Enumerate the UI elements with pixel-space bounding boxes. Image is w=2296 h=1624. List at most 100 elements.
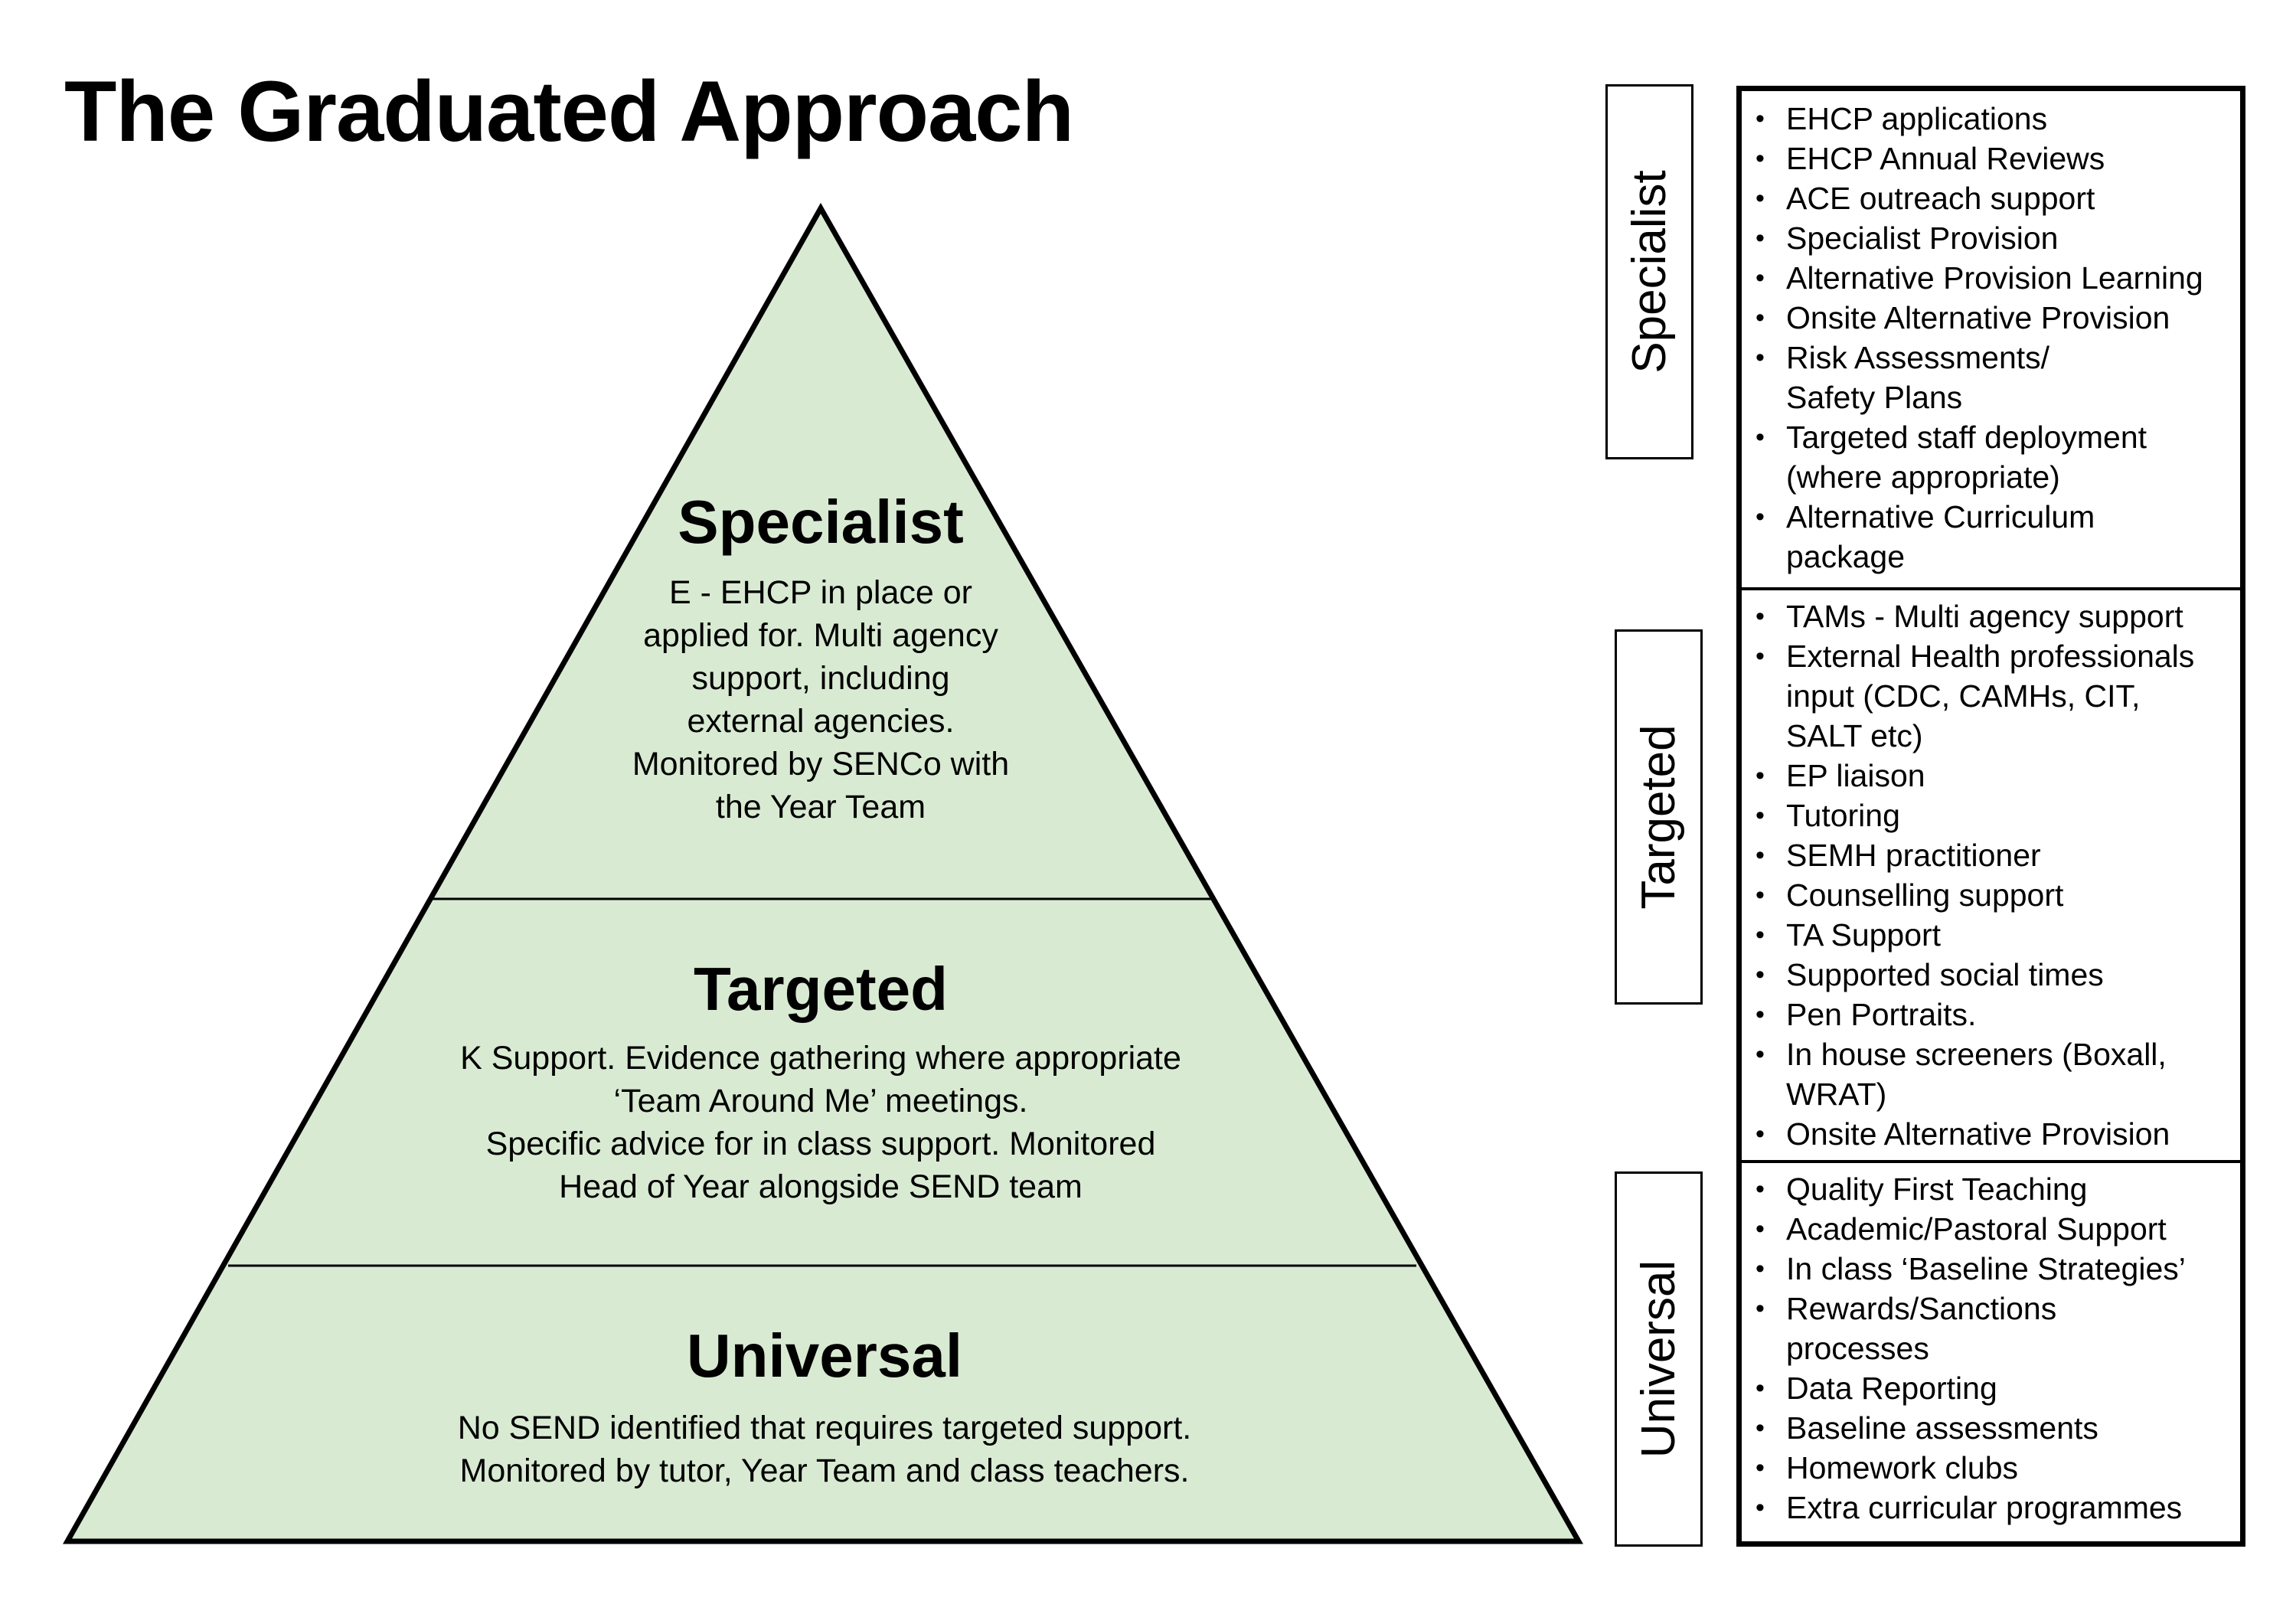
provision-item: •Tutoring	[1742, 796, 2240, 835]
side-label-text: Targeted	[1631, 724, 1685, 910]
provision-item: •EHCP Annual Reviews	[1742, 139, 2240, 178]
page-title: The Graduated Approach	[64, 64, 1074, 159]
provision-item: • Alternative Curriculum package	[1742, 497, 2240, 577]
provision-item-line: package	[1786, 539, 1906, 574]
bullet-icon: •	[1755, 263, 1765, 292]
provision-item-text: Pen Portraits.	[1786, 995, 2240, 1034]
provision-item-text: Risk Assessments/Safety Plans	[1786, 338, 2240, 417]
tier-description: No SEND identified that requires targete…	[365, 1407, 1284, 1492]
provision-list: • TAMs - Multi agency support • External He…	[1742, 590, 2240, 1154]
provision-item-text: Supported social times	[1786, 955, 2240, 995]
description-line: external agencies.	[687, 703, 955, 740]
provision-item-text: TA Support	[1786, 915, 2240, 955]
provision-item-text: Quality First Teaching	[1786, 1169, 2240, 1209]
side-label-text: Specialist	[1622, 170, 1676, 374]
provision-item-line: Homework clubs	[1786, 1450, 2019, 1485]
provision-item: •Pen Portraits.	[1742, 995, 2240, 1034]
description-line: the Year Team	[715, 789, 926, 825]
provision-item-text: Onsite Alternative Provision	[1786, 1114, 2240, 1154]
provision-item: •Data Reporting	[1742, 1368, 2240, 1408]
tier-universal: Universal No SEND identified that requir…	[365, 1325, 1284, 1492]
provision-item-text: Specialist Provision	[1786, 218, 2240, 258]
provision-item-line: WRAT)	[1786, 1077, 1887, 1112]
bullet-icon: •	[1755, 1294, 1765, 1323]
bullet-icon: •	[1755, 502, 1765, 531]
provision-item-text: Alternative Provision Learning	[1786, 258, 2240, 298]
provision-item-text: TAMs - Multi agency support	[1786, 596, 2240, 636]
provision-item-text: Academic/Pastoral Support	[1786, 1209, 2240, 1249]
bullet-icon: •	[1755, 224, 1765, 253]
provision-item: •TA Support	[1742, 915, 2240, 955]
provision-item-line: processes	[1786, 1331, 1929, 1366]
description-line: ‘Team Around Me’ meetings.	[613, 1083, 1028, 1119]
bullet-icon: •	[1755, 602, 1765, 631]
bullet-icon: •	[1755, 184, 1765, 213]
description-line: applied for. Multi agency	[643, 617, 998, 654]
tier-description: E - EHCP in place or applied for. Multi …	[514, 571, 1127, 828]
bullet-icon: •	[1755, 841, 1765, 870]
description-line: E - EHCP in place or	[669, 574, 972, 611]
provision-item: • Alternative Provision Learning	[1742, 258, 2240, 298]
provision-item-line: In class ‘Baseline Strategies’	[1786, 1251, 2186, 1286]
side-label-universal: Universal	[1615, 1171, 1703, 1547]
provision-item-line: Alternative Provision Learning	[1786, 260, 2203, 296]
provision-item: •SEMH practitioner	[1742, 835, 2240, 875]
side-label-specialist: Specialist	[1605, 84, 1693, 459]
provision-item-text: Homework clubs	[1786, 1448, 2240, 1488]
provision-item-line: Extra curricular programmes	[1786, 1490, 2183, 1525]
provision-item-line: Tutoring	[1786, 798, 1900, 833]
bullet-icon: •	[1755, 343, 1765, 372]
bullet-icon: •	[1755, 1374, 1765, 1403]
description-line: Monitored by SENCo with	[632, 746, 1010, 783]
bullet-icon: •	[1755, 642, 1765, 671]
provision-item-line: Safety Plans	[1786, 380, 1963, 415]
bullet-icon: •	[1755, 761, 1765, 790]
side-label-text: Universal	[1631, 1260, 1685, 1459]
provision-item-text: Targeted staff deployment(where appropri…	[1786, 417, 2240, 497]
tier-title: Specialist	[678, 488, 964, 556]
provision-item-text: ACE outreach support	[1786, 178, 2240, 218]
provision-item-text: Extra curricular programmes	[1786, 1488, 2240, 1528]
provision-list: •EHCP applications•EHCP Annual Reviews•A…	[1742, 99, 2240, 577]
bullet-icon: •	[1755, 1493, 1765, 1522]
provision-item-line: Alternative Curriculum	[1786, 499, 2095, 534]
bullet-icon: •	[1755, 1175, 1765, 1204]
provision-item-text: Onsite Alternative Provision	[1786, 298, 2240, 338]
provision-box: •EHCP applications•EHCP Annual Reviews•A…	[1736, 86, 2245, 1547]
side-label-targeted: Targeted	[1615, 629, 1703, 1005]
provision-item-line: Academic/Pastoral Support	[1786, 1211, 2167, 1247]
provision-item: •Onsite Alternative Provision	[1742, 1114, 2240, 1154]
provision-item-text: Tutoring	[1786, 796, 2240, 835]
provision-item-line: Supported social times	[1786, 957, 2104, 992]
bullet-icon: •	[1755, 1254, 1765, 1283]
provision-item-text: Baseline assessments	[1786, 1408, 2240, 1448]
provision-item-line: External Health professionals	[1786, 639, 2195, 674]
pyramid-shape	[63, 202, 1584, 1544]
provision-item-text: EHCP Annual Reviews	[1786, 139, 2240, 178]
provision-item: • In house screeners (Boxall, WRAT)	[1742, 1034, 2240, 1114]
provision-item-text: Counselling support	[1786, 875, 2240, 915]
provision-item-line: In house screeners (Boxall,	[1786, 1037, 2167, 1072]
provision-item: • EP liaison	[1742, 756, 2240, 796]
provision-item: •Homework clubs	[1742, 1448, 2240, 1488]
provision-item: •Baseline assessments	[1742, 1408, 2240, 1448]
provision-item: • TAMs - Multi agency support	[1742, 596, 2240, 636]
provision-item-text: EP liaison	[1786, 756, 2240, 796]
provision-item-text: Alternative Curriculum package	[1786, 497, 2240, 577]
provision-item: • Specialist Provision	[1742, 218, 2240, 258]
provision-item-line: Targeted staff deployment	[1786, 420, 2147, 455]
provision-section-targeted: • TAMs - Multi agency support • External He…	[1742, 587, 2240, 1163]
description-line: Monitored by tutor, Year Team and class …	[459, 1452, 1190, 1489]
bullet-icon: •	[1755, 303, 1765, 332]
tier-targeted: Targeted K Support. Evidence gathering w…	[361, 959, 1280, 1208]
tier-title: Targeted	[694, 955, 948, 1023]
description-line: No SEND identified that requires targete…	[457, 1410, 1192, 1446]
provision-item: •Academic/Pastoral Support	[1742, 1209, 2240, 1249]
provision-item-line: SALT etc)	[1786, 718, 1923, 753]
bullet-icon: •	[1755, 960, 1765, 989]
provision-item-line: Quality First Teaching	[1786, 1171, 2088, 1207]
bullet-icon: •	[1755, 1040, 1765, 1069]
